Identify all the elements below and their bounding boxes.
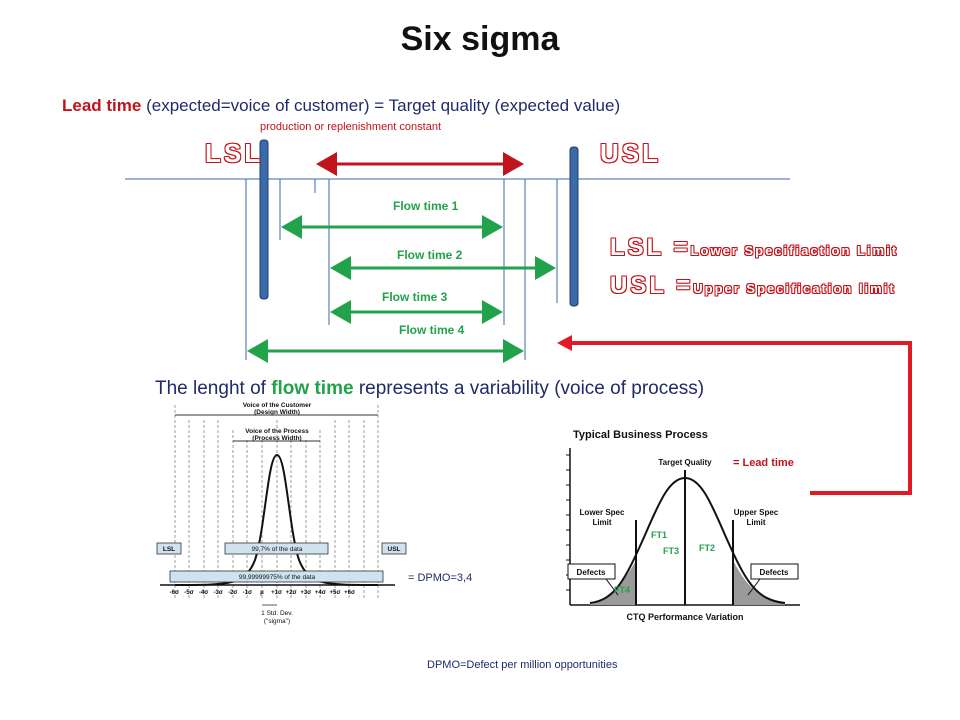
right-figure [555, 425, 810, 632]
customer-label: Voice of the Customer [243, 402, 312, 409]
connector-arrowhead-left [557, 335, 572, 351]
business-title: Typical Business Process [573, 429, 708, 441]
lsl-definition-text: Lower Specifiaction Limit [690, 243, 899, 258]
sigma-tick-label: +5σ [330, 590, 341, 596]
std-sub: ("sigma") [264, 618, 290, 625]
flow-time-4-label: Flow time 4 [399, 323, 465, 337]
sigma-tick-label: -2σ [228, 590, 237, 596]
target-quality-label: Target Quality [658, 458, 712, 467]
ft1-label: FT1 [651, 530, 668, 540]
lead-time-note-right: = Lead time [733, 457, 794, 469]
customer-sub: (Design Width) [254, 409, 300, 416]
sigma-tick-label: -3σ [213, 590, 222, 596]
sigma-tick-label: +6σ [344, 590, 355, 596]
sigma-tick-label: -4σ [199, 590, 208, 596]
usl-bar [569, 146, 579, 307]
ctq-label: CTQ Performance Variation [626, 612, 743, 622]
std-label: 1 Std. Dev. [261, 610, 293, 617]
variability-prefix: The lenght of [155, 378, 272, 399]
left-figure [150, 398, 408, 646]
ft2-label: FT2 [699, 543, 716, 553]
dpmo-value: = DPMO=3,4 [408, 572, 473, 584]
lead-time-statement: Lead time (expected=voice of customer) =… [62, 96, 620, 116]
upper-spec-label-1: Upper Spec [734, 508, 779, 517]
flow-time-2-label: Flow time 2 [397, 248, 463, 262]
usl-definition-text: Upper Specification limit [693, 281, 896, 296]
upper-spec-label-2: Limit [746, 518, 765, 527]
sigma-tick-label: -6σ [170, 590, 179, 596]
sigma-tick-label: μ [260, 590, 264, 596]
lead-time-text: (expected=voice of customer) = Target qu… [141, 96, 621, 115]
flow-time-3-label: Flow time 3 [382, 290, 448, 304]
sigma-ticks: -6σ -5σ -4σ -3σ -2σ -1σ μ +1σ +2σ+3σ +4σ +5σ+6σ [170, 590, 355, 596]
lsl-bar [259, 139, 269, 300]
guide-lines [245, 179, 558, 360]
lead-time-connector [565, 341, 912, 495]
left-lsl-label: LSL [163, 546, 175, 553]
variability-statement: The lenght of flow time represents a var… [155, 378, 704, 400]
pct-big-label: 99,99999975% of the data [239, 574, 316, 581]
sigma-tick-label: +4σ [315, 590, 326, 596]
flow-time-1-label: Flow time 1 [393, 199, 459, 213]
variability-highlight: flow time [271, 378, 354, 399]
sigma-tick-label: -1σ [243, 590, 252, 596]
lower-spec-label-2: Limit [592, 518, 611, 527]
left-figure-frame [150, 398, 408, 646]
lsl-definition-prefix: LSL = [610, 234, 691, 261]
page-title: Six sigma [400, 20, 560, 58]
lead-time-label: Lead time [62, 96, 142, 115]
sigma-tick-label: +2σ [286, 590, 297, 596]
pct-small-label: 99,7% of the data [252, 546, 303, 553]
left-usl-label: USL [388, 546, 401, 553]
usl-definition-prefix: USL = [610, 272, 694, 299]
sigma-tick-label: -5σ [184, 590, 193, 596]
process-sub: (Process Width) [252, 435, 301, 442]
dpmo-definition: DPMO=Defect per million opportunities [427, 659, 618, 671]
sigma-tick-label: +1σ [271, 590, 282, 596]
lower-spec-label-1: Lower Spec [580, 508, 625, 517]
lsl-definition: LSL =Lower Specifiaction Limit [610, 234, 898, 262]
usl-definition: USL =Upper Specification limit [610, 272, 896, 300]
ft4-label: FT4 [614, 585, 631, 595]
lsl-label: LSL [205, 138, 264, 168]
lead-time-note: production or replenishment constant [260, 121, 441, 133]
sigma-tick-label: +3σ [300, 590, 311, 596]
defects-left-label: Defects [577, 568, 606, 577]
process-label: Voice of the Process [245, 428, 309, 435]
ft3-label: FT3 [663, 546, 680, 556]
usl-label: USL [600, 138, 661, 168]
defects-right-label: Defects [760, 568, 789, 577]
variability-suffix: represents a variability (voice of proce… [353, 378, 705, 399]
